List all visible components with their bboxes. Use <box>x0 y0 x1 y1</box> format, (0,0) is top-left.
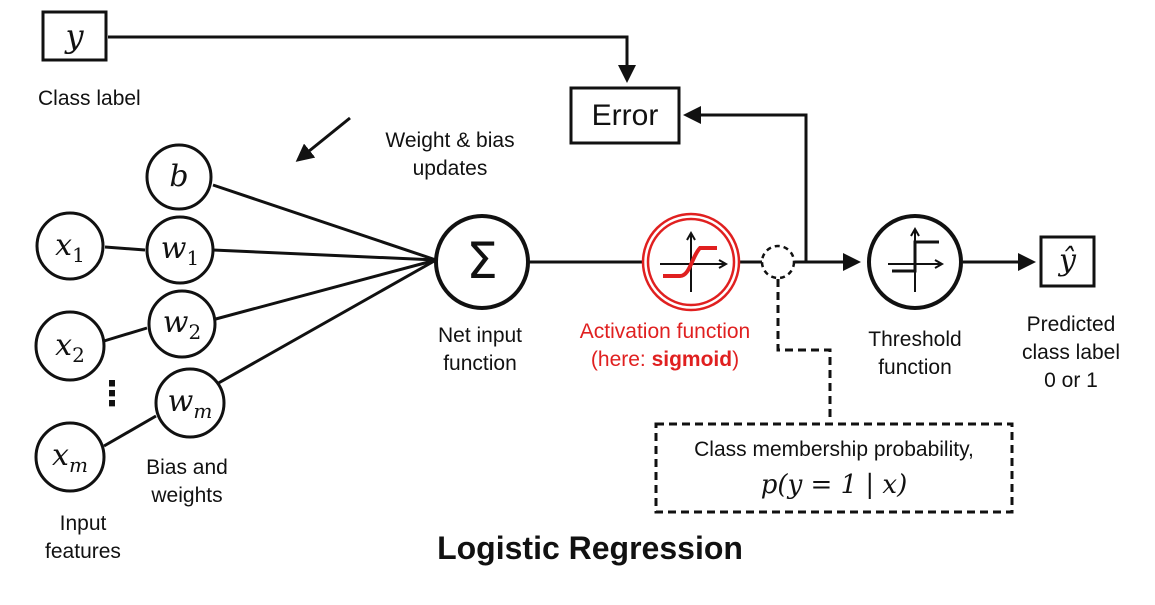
activation-node-inner <box>646 217 736 307</box>
weight-node-w1 <box>145 215 215 285</box>
net-input-line1: Net input <box>437 324 523 347</box>
weight-update-arrow <box>295 116 351 162</box>
probability-caption: Class membership probability, <box>694 438 974 461</box>
bias-weights-caption: Bias and weights <box>127 454 247 510</box>
step-icon <box>888 226 945 292</box>
error-box <box>569 86 681 145</box>
connector-b-sum <box>212 183 437 262</box>
prediction-caption: Predicted class label 0 or 1 <box>1008 311 1134 395</box>
input-xm-label: xm <box>36 438 104 483</box>
bias-weights-line1: Bias and <box>146 456 228 479</box>
input-features-caption: Input features <box>23 510 143 566</box>
input-x1-base: x <box>55 228 73 263</box>
prediction-line3: 0 or 1 <box>1044 369 1098 392</box>
threshold-caption: Threshold function <box>845 326 985 382</box>
input-features-line1: Input <box>59 512 107 535</box>
activation-caption: Activation function (here: sigmoid) <box>555 318 775 374</box>
connector-label-to-error <box>108 35 636 83</box>
connector-x2-w2 <box>103 326 148 343</box>
sum-symbol: Σ <box>466 232 498 290</box>
connector-junction-probability <box>776 279 832 422</box>
probability-formula: p(y = 1 | x) <box>760 470 908 500</box>
weight-update-line2: updates <box>412 157 488 180</box>
input-x1-label: x1 <box>37 228 103 273</box>
connector-wm-sum <box>214 258 437 387</box>
activation-line2-prefix: (here: <box>590 348 652 371</box>
connector-x1-w1 <box>104 245 146 252</box>
weight-w1-label: w1 <box>147 231 213 276</box>
input-node-x2 <box>34 310 106 382</box>
connector-w1-sum <box>212 248 437 262</box>
prediction-box <box>1039 235 1096 288</box>
activation-line2-suffix: ) <box>732 348 740 371</box>
probability-box <box>654 422 1014 514</box>
class-label-symbol: y <box>65 17 84 55</box>
input-node-xm <box>34 421 106 493</box>
connector-xm-wm <box>103 414 157 448</box>
weight-node-w2 <box>147 289 217 359</box>
input-x2-base: x <box>55 328 73 363</box>
weight-w1-base: w <box>160 231 187 266</box>
class-label-caption: Class label <box>38 87 141 110</box>
weight-wm-base: w <box>167 384 194 419</box>
connector-w2-sum <box>211 258 437 322</box>
prediction-line1: Predicted <box>1026 313 1116 336</box>
activation-line1: Activation function <box>579 320 751 343</box>
weight-w2-sub: 2 <box>188 320 202 344</box>
input-x2-sub: 2 <box>72 343 85 367</box>
threshold-line2: function <box>878 356 952 379</box>
net-input-line2: function <box>443 352 517 375</box>
weight-w1-sub: 1 <box>186 246 200 270</box>
input-xm-sub: m <box>68 453 88 477</box>
error-label: Error <box>591 99 659 132</box>
weight-update-line1: Weight & bias <box>385 129 515 152</box>
weight-wm-label: wm <box>156 384 224 429</box>
weight-update-label: Weight & bias updates <box>360 127 540 183</box>
input-features-line2: features <box>45 540 121 563</box>
activation-line2-bold: sigmoid <box>651 348 733 371</box>
activation-line2: (here: sigmoid) <box>555 346 775 374</box>
input-ellipsis: ⋮ <box>95 375 129 413</box>
connector-output-to-error <box>683 106 808 262</box>
weight-w2-label: w2 <box>149 305 215 350</box>
input-x2-label: x2 <box>36 328 104 373</box>
output-junction <box>760 244 796 280</box>
diagram-title: Logistic Regression <box>437 530 743 566</box>
weight-wm-sub: m <box>193 399 213 423</box>
prediction-line2: class label <box>1021 341 1121 364</box>
bias-symbol: b <box>169 159 189 194</box>
weight-node-wm <box>154 367 226 439</box>
weight-w2-base: w <box>162 305 189 340</box>
bias-weights-line2: weights <box>151 484 223 507</box>
net-input-caption: Net input function <box>405 322 555 378</box>
input-xm-base: x <box>52 438 69 473</box>
prediction-symbol: ŷ <box>1059 243 1076 278</box>
bias-node <box>145 143 213 211</box>
input-x1-sub: 1 <box>72 243 85 267</box>
threshold-line1: Threshold <box>868 328 962 351</box>
class-label-box <box>41 10 108 62</box>
net-input-node <box>434 214 530 310</box>
sigmoid-icon <box>660 230 729 292</box>
input-node-x1 <box>35 211 105 281</box>
